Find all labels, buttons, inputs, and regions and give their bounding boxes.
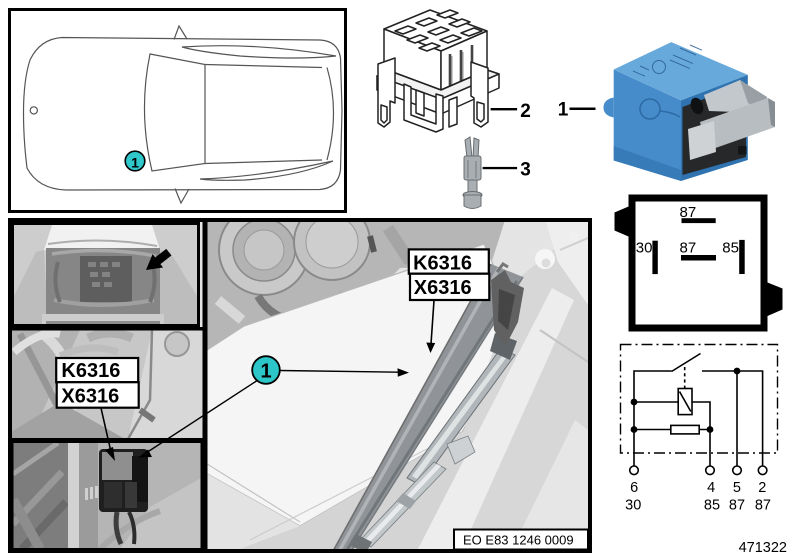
svg-text:3: 3 [520,159,531,180]
svg-text:EO E83 1246 0009: EO E83 1246 0009 [463,533,574,548]
svg-text:6: 6 [630,480,638,496]
svg-text:87: 87 [729,497,745,513]
svg-text:5: 5 [733,480,741,496]
svg-text:30: 30 [636,239,653,256]
svg-text:87: 87 [680,204,697,221]
svg-text:85: 85 [704,497,720,513]
svg-text:K6316: K6316 [413,252,472,274]
svg-text:1: 1 [260,361,271,383]
svg-text:471322: 471322 [739,540,787,556]
svg-text:K6316: K6316 [61,360,120,382]
svg-text:2: 2 [758,480,766,496]
svg-text:87: 87 [680,239,697,256]
svg-text:1: 1 [131,155,139,171]
svg-text:1: 1 [558,100,569,121]
svg-text:4: 4 [707,480,715,496]
svg-text:87: 87 [755,497,771,513]
svg-text:85: 85 [722,239,739,256]
svg-text:2: 2 [520,101,531,122]
svg-text:X6316: X6316 [61,385,119,407]
svg-text:X6316: X6316 [414,277,472,299]
svg-text:30: 30 [625,497,641,513]
